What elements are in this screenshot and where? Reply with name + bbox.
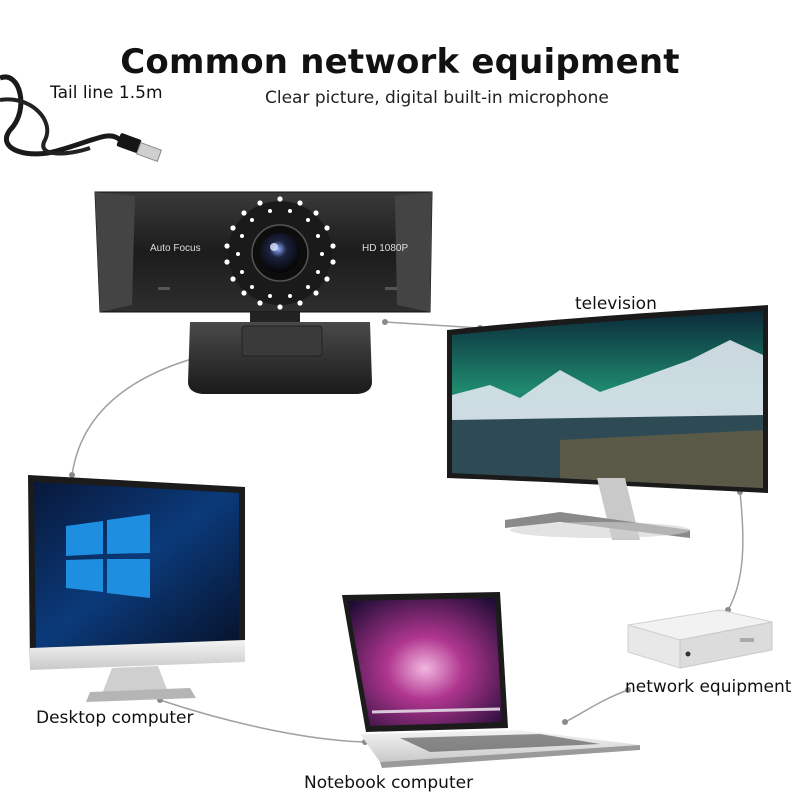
webcam bbox=[94, 191, 433, 394]
page-title: Common network equipment bbox=[120, 42, 680, 82]
desktop-computer bbox=[28, 475, 245, 702]
television-label: television bbox=[575, 294, 657, 314]
connector-lines bbox=[71, 321, 744, 743]
webcam-left-text: Auto Focus bbox=[150, 243, 201, 254]
page-subtitle: Clear picture, digital built-in micropho… bbox=[265, 88, 609, 108]
television bbox=[447, 305, 768, 540]
notebook-computer-label: Notebook computer bbox=[304, 773, 474, 793]
desktop-computer-label: Desktop computer bbox=[36, 708, 194, 728]
notebook-computer bbox=[342, 592, 640, 768]
network-equipment-label: network equipment bbox=[625, 677, 792, 697]
windows-logo-icon bbox=[66, 514, 150, 598]
usb-cable bbox=[0, 74, 163, 163]
cable-label: Tail line 1.5m bbox=[50, 83, 163, 103]
webcam-right-text: HD 1080P bbox=[362, 243, 409, 254]
led-ring bbox=[224, 196, 336, 310]
network-equipment-box bbox=[627, 609, 773, 669]
